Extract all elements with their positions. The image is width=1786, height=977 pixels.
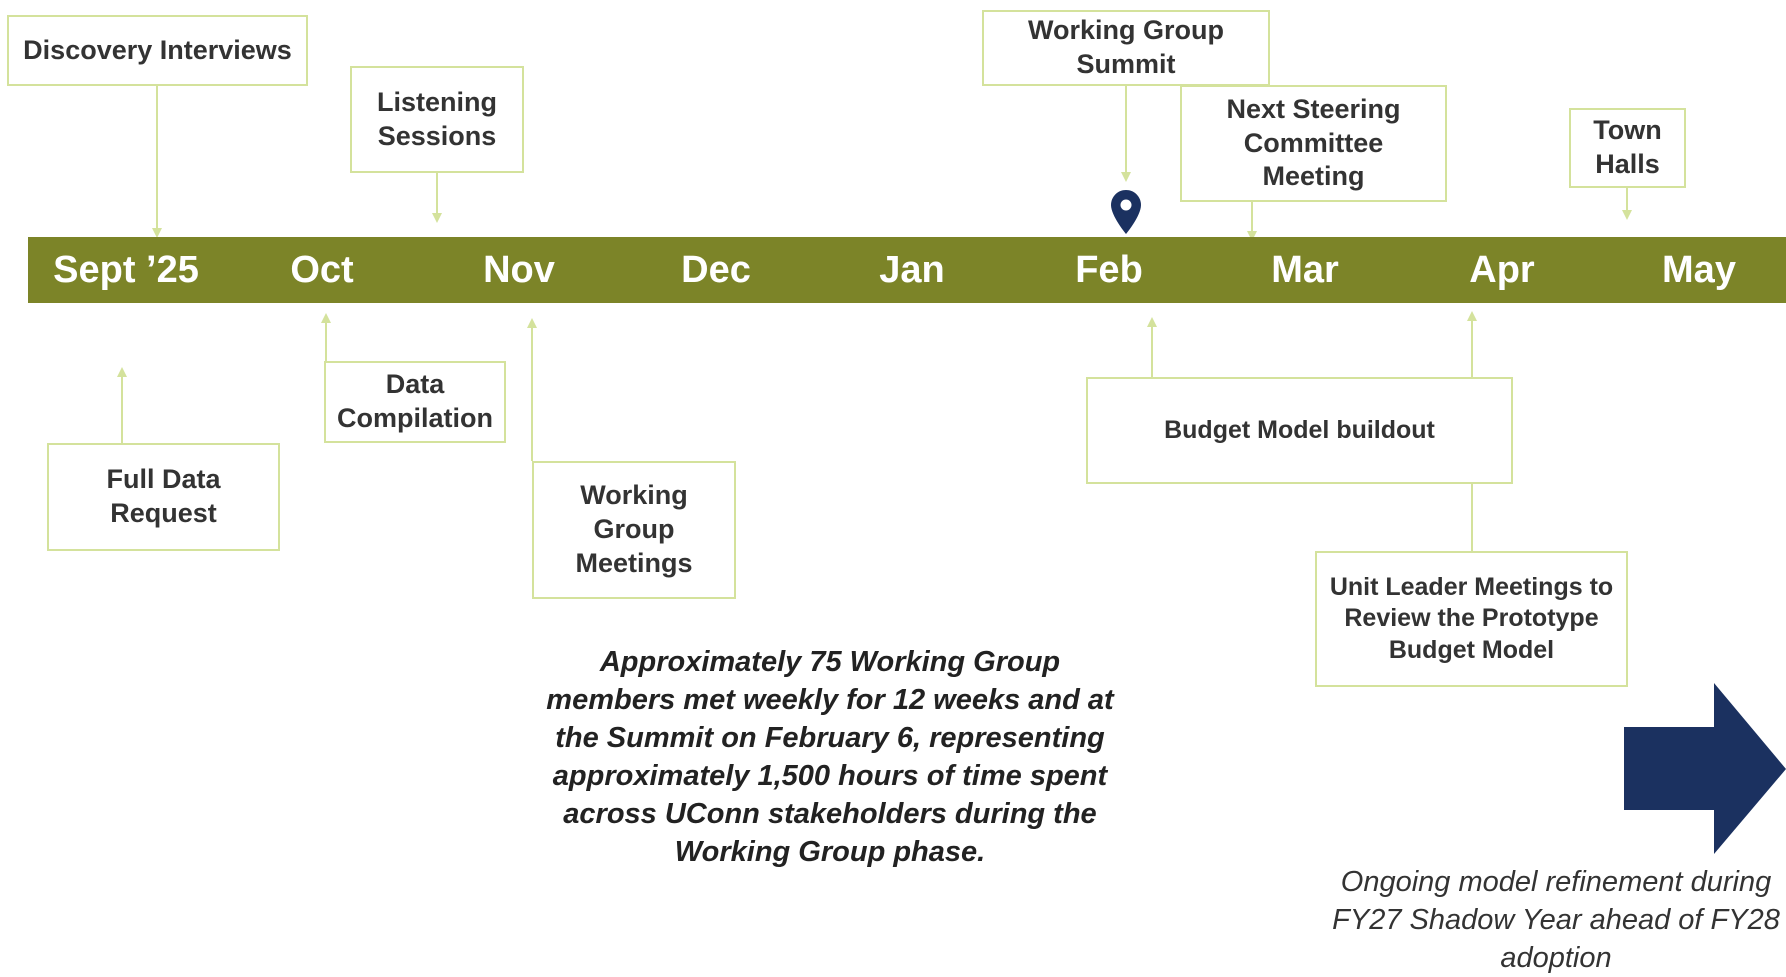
month-nov: Nov xyxy=(483,249,555,291)
milestone-data-compilation: Data Compilation xyxy=(324,361,506,443)
month-feb: Feb xyxy=(1075,249,1143,291)
month-mar: Mar xyxy=(1271,249,1339,291)
month-may: May xyxy=(1662,249,1736,291)
milestone-working-group-summit: Working Group Summit xyxy=(982,10,1270,86)
milestone-listening-sessions: Listening Sessions xyxy=(350,66,524,173)
milestone-budget-model-buildout: Budget Model buildout xyxy=(1086,377,1513,484)
milestone-town-halls: Town Halls xyxy=(1569,108,1686,188)
milestone-unit-leader-meetings: Unit Leader Meetings to Review the Proto… xyxy=(1315,551,1628,687)
milestone-next-steering-committee: Next Steering Committee Meeting xyxy=(1180,85,1447,202)
month-dec: Dec xyxy=(681,249,751,291)
month-sept: Sept ’25 xyxy=(53,249,199,291)
ongoing-refinement-note: Ongoing model refinement during FY27 Sha… xyxy=(1332,866,1780,974)
working-group-summary-note: Approximately 75 Working Group members m… xyxy=(546,646,1114,868)
timeline-band xyxy=(28,237,1786,303)
month-apr: Apr xyxy=(1469,249,1535,291)
month-oct: Oct xyxy=(290,249,354,291)
month-jan: Jan xyxy=(879,249,945,291)
right-arrow-icon xyxy=(1624,683,1786,854)
milestone-discovery-interviews: Discovery Interviews xyxy=(7,15,308,86)
milestone-working-group-meetings: Working Group Meetings xyxy=(532,461,736,599)
map-pin-icon xyxy=(1111,190,1141,234)
milestone-full-data-request: Full Data Request xyxy=(47,443,280,551)
